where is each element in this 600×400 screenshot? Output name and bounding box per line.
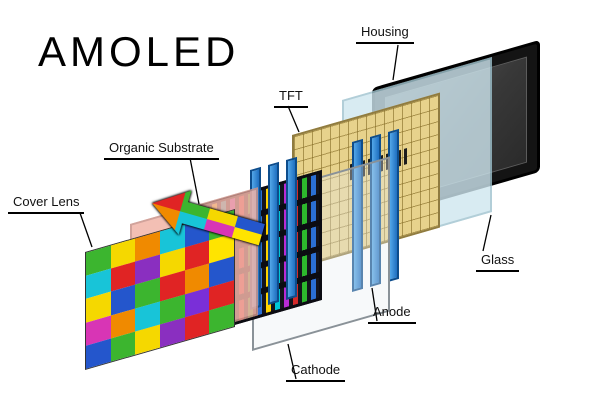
label-cathode: Cathode	[286, 362, 346, 382]
anode-bar	[268, 161, 279, 305]
label-organic-substrate: Organic Substrate	[104, 140, 219, 160]
label-tft: TFT	[274, 88, 308, 108]
diagram-title: AMOLED	[38, 28, 240, 75]
label-glass: Glass	[476, 252, 520, 272]
label-cover-lens: Cover Lens	[8, 194, 85, 214]
label-anode: Anode	[368, 304, 416, 324]
label-housing: Housing	[356, 24, 414, 44]
connector-glass	[482, 214, 492, 252]
connector-tft	[287, 105, 300, 133]
connector-cover-lens	[79, 212, 93, 248]
anode-bar	[286, 156, 297, 300]
connector-housing	[392, 44, 399, 81]
